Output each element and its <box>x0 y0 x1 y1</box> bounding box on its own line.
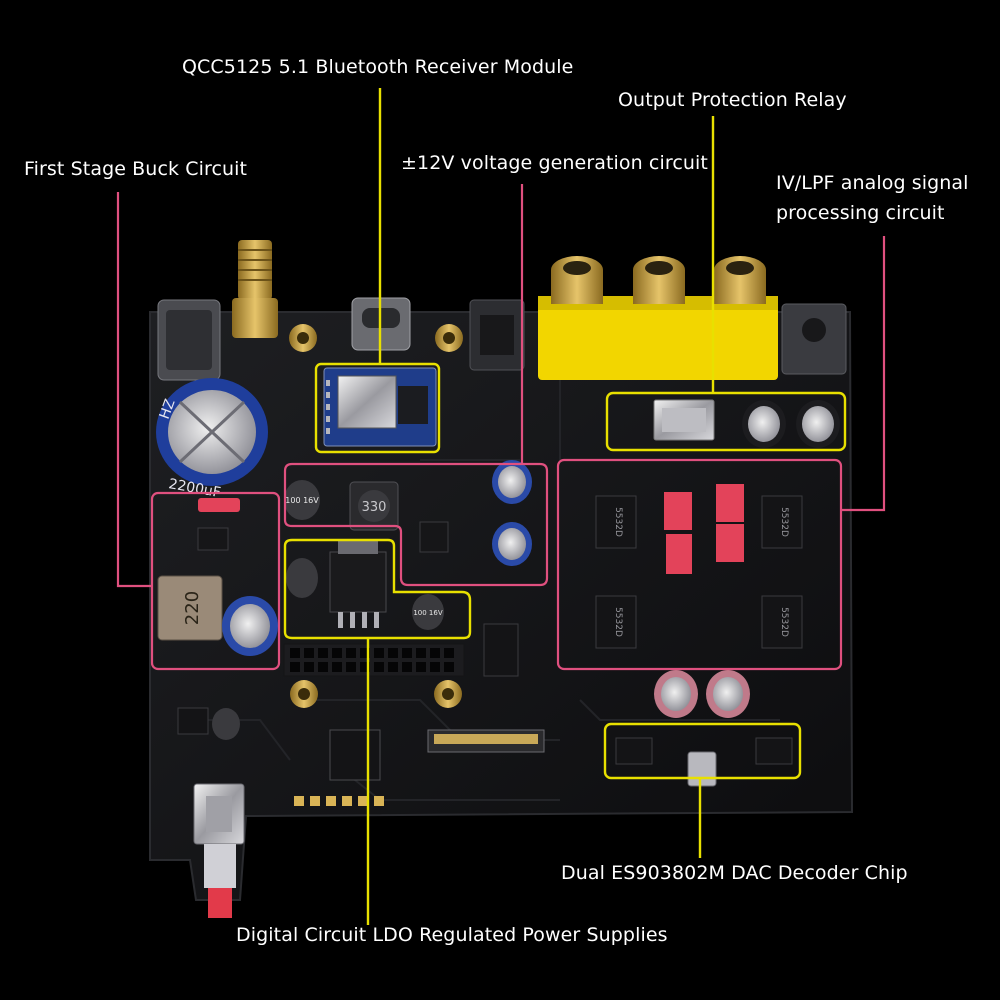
small-chip-left <box>177 707 209 735</box>
small-cap-left <box>212 708 240 740</box>
box-buck-circuit <box>150 491 281 671</box>
opamp-bottom-right: 5532D <box>761 595 803 649</box>
inductor-330: 330 <box>349 481 399 531</box>
opamp-top-right: 5532D <box>761 495 803 549</box>
antenna-connector <box>232 240 278 338</box>
voltage-ic <box>419 521 449 553</box>
opamp-top-left: 5532D <box>595 495 637 549</box>
box-iv-lpf <box>556 458 843 671</box>
cap-rating-2-text: 100 16V <box>413 609 442 617</box>
opamp-1-text: 5532D <box>613 507 623 537</box>
label-voltage-generation: ±12V voltage generation circuit <box>401 152 708 174</box>
inductor-220: 220 <box>157 575 223 641</box>
bottom-header <box>294 796 384 806</box>
label-ldo-supplies: Digital Circuit LDO Regulated Power Supp… <box>236 924 668 946</box>
rca-output-jacks <box>538 256 778 380</box>
capacitor-2200uf: HZ 2200uF <box>156 378 268 501</box>
ldo-cap-left <box>286 558 318 598</box>
ldo-regulator <box>329 540 387 628</box>
leader-iv-lpf <box>841 236 886 512</box>
bluetooth-module <box>323 367 437 447</box>
pin-header-pins <box>290 648 454 672</box>
opamp-bottom-left: 5532D <box>595 595 637 649</box>
box-voltage-generation <box>283 462 549 587</box>
callouts-pink <box>116 184 886 671</box>
rca-jack-2 <box>633 256 685 304</box>
opamp-3-text: 5532D <box>613 607 623 637</box>
opamp-4-text: 5532D <box>779 607 789 637</box>
label-output-relay: Output Protection Relay <box>618 89 847 111</box>
qfp-chip <box>329 729 381 781</box>
relay-caps <box>742 400 840 448</box>
box-dac-chip <box>603 722 802 780</box>
buck-ic <box>197 527 229 551</box>
leader-buck-circuit <box>116 192 152 588</box>
dac-caps <box>654 670 750 718</box>
box-ldo-supplies <box>283 538 472 640</box>
opamp-2-text: 5532D <box>779 507 789 537</box>
rca-jack-1 <box>551 256 603 304</box>
power-switch <box>193 783 245 918</box>
callouts-yellow <box>283 88 847 925</box>
capacitor-brand-text: HZ <box>157 397 179 421</box>
box-output-relay <box>605 391 847 452</box>
inductor-220-text: 220 <box>182 591 203 625</box>
box-bluetooth-module <box>314 362 441 454</box>
soic-chip-center <box>483 623 519 677</box>
relay <box>653 399 715 441</box>
buck-red-chip <box>198 498 240 512</box>
buck-capacitor <box>222 596 278 656</box>
ldo-cap-right: 100 16V <box>412 594 444 630</box>
voltage-caps-blue <box>492 460 532 566</box>
label-iv-lpf-line1: IV/LPF analog signal <box>776 172 969 194</box>
label-bluetooth-module: QCC5125 5.1 Bluetooth Receiver Module <box>182 56 574 78</box>
label-iv-lpf-line2: processing circuit <box>776 202 945 224</box>
inductor-330-text: 330 <box>362 500 387 515</box>
film-capacitors <box>664 484 744 574</box>
voltage-cap-small: 100 16V <box>284 480 320 520</box>
label-dac-chip: Dual ES903802M DAC Decoder Chip <box>561 862 908 884</box>
label-buck-circuit: First Stage Buck Circuit <box>24 158 248 180</box>
standoffs <box>289 324 463 708</box>
rca-jack-3 <box>714 256 766 304</box>
cap-rating-1-text: 100 16V <box>285 496 319 505</box>
